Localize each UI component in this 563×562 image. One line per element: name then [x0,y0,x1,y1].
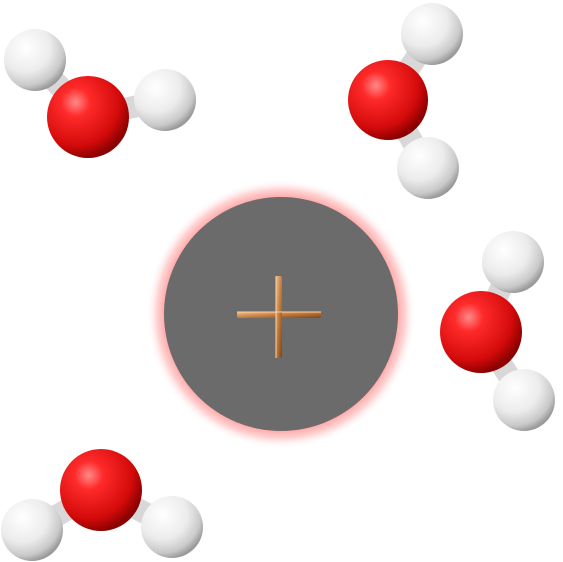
oxygen-atom [47,76,129,158]
hydrogen-atom [401,3,463,65]
water-molecule-top-left [4,29,196,158]
hydrogen-atom [397,137,459,199]
water-molecule-right [440,231,555,431]
central-cation [146,179,416,449]
oxygen-atom [60,449,142,531]
hydrogen-atom [4,29,66,91]
hydrogen-atom [482,231,544,293]
water-molecule-bottom-left [1,449,203,561]
water-molecule-top-right [348,3,463,199]
hydrogen-atom [1,499,63,561]
oxygen-atom [440,291,522,373]
hydrogen-atom [141,496,203,558]
plus-sign-icon [237,276,321,358]
hydrogen-atom [134,69,196,131]
oxygen-atom [348,60,428,140]
hydrogen-atom [493,369,555,431]
